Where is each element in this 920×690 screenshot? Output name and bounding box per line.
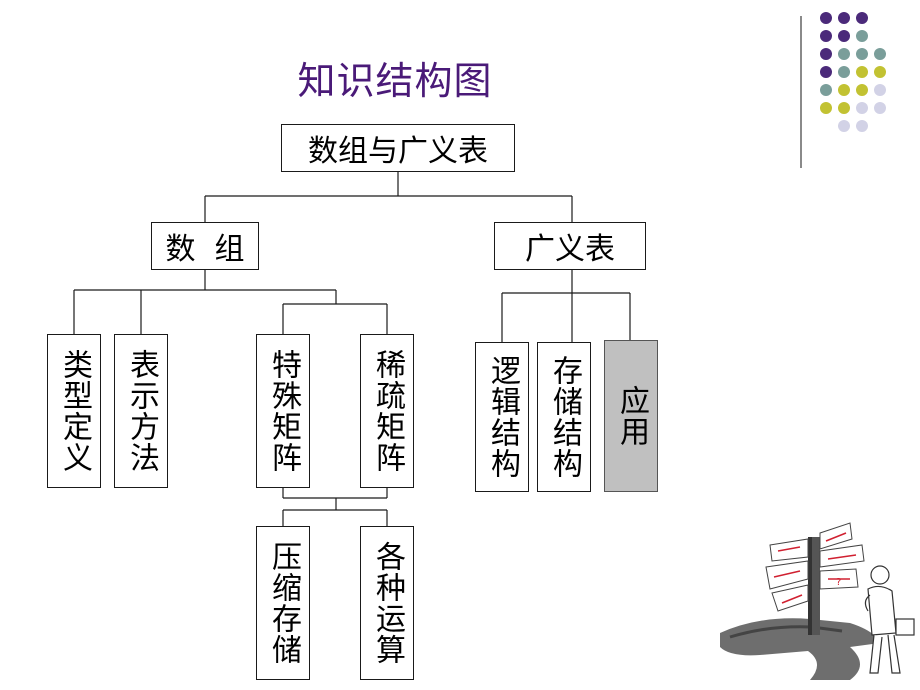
decorative-dot: [838, 66, 850, 78]
decorative-dot: [838, 12, 850, 24]
compressed-storage-node: 压缩存储: [256, 526, 310, 680]
type-definition-label: 类型定义: [57, 349, 92, 473]
storage-structure-label: 存储结构: [547, 355, 582, 479]
application-node: 应用: [604, 340, 658, 492]
decorative-dot: [838, 30, 850, 42]
decorative-dot: [820, 48, 832, 60]
decorative-dot: [856, 120, 868, 132]
decorative-dot: [838, 120, 850, 132]
representation-label: 表示方法: [124, 349, 159, 473]
special-matrix-label: 特殊矩阵: [266, 349, 301, 473]
decorative-dot: [856, 30, 868, 42]
decorative-dot: [820, 30, 832, 42]
root-label: 数组与广义表: [308, 134, 488, 169]
dot-grid-icon: [820, 12, 900, 152]
storage-structure-node: 存储结构: [537, 342, 591, 492]
decorative-dot: [856, 84, 868, 96]
decorative-dot: [856, 66, 868, 78]
decorative-dot: [874, 84, 886, 96]
type-definition-node: 类型定义: [47, 334, 101, 488]
decorative-dot: [820, 102, 832, 114]
sparse-matrix-label: 稀疏矩阵: [370, 349, 405, 473]
decorative-dot: [874, 48, 886, 60]
generalized-list-label: 广义表: [525, 232, 615, 267]
operations-node: 各种运算: [360, 526, 414, 680]
signpost-person-icon: ?: [720, 522, 915, 680]
decorative-dot: [820, 84, 832, 96]
decorative-dot: [874, 102, 886, 114]
decorative-dot: [838, 84, 850, 96]
logical-structure-label: 逻辑结构: [485, 355, 520, 479]
sparse-matrix-node: 稀疏矩阵: [360, 334, 414, 488]
decorative-dot: [856, 48, 868, 60]
decorative-dot: [820, 66, 832, 78]
application-label: 应用: [614, 385, 649, 447]
decorative-dot: [856, 12, 868, 24]
compressed-storage-label: 压缩存储: [266, 541, 301, 665]
root-node: 数组与广义表: [281, 124, 515, 172]
operations-label: 各种运算: [370, 541, 405, 665]
array-label: 数 组: [165, 232, 245, 267]
svg-text:?: ?: [836, 577, 841, 588]
decorative-dot: [838, 102, 850, 114]
decorative-dot: [874, 66, 886, 78]
representation-node: 表示方法: [114, 334, 168, 488]
special-matrix-node: 特殊矩阵: [256, 334, 310, 488]
slide-title: 知识结构图: [297, 59, 493, 103]
generalized-list-node: 广义表: [494, 222, 646, 270]
logical-structure-node: 逻辑结构: [475, 342, 529, 492]
decorative-dot: [856, 102, 868, 114]
array-node: 数 组: [151, 222, 259, 270]
decorative-dot: [820, 12, 832, 24]
divider-line: [800, 16, 802, 168]
decorative-dot: [838, 48, 850, 60]
